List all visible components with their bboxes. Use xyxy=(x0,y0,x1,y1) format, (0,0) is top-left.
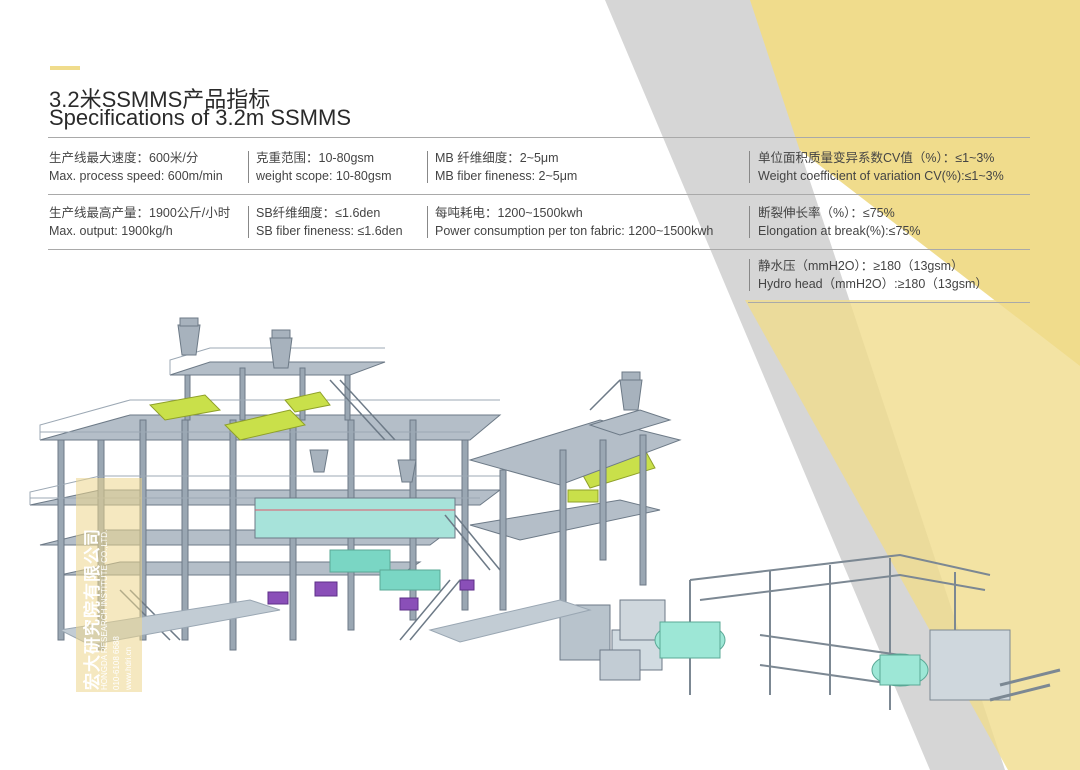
spec-sb-en: SB fiber fineness: ≤1.6den xyxy=(256,224,403,238)
separator xyxy=(749,259,750,291)
spec-weight: 克重范围：10-80gsm weight scope: 10-80gsm xyxy=(256,149,392,185)
spec-elongation: 断裂伸长率（%）：≤75% Elongation at break(%):≤75… xyxy=(758,204,921,240)
separator xyxy=(749,206,750,238)
separator xyxy=(427,206,428,238)
stairs xyxy=(119,379,621,641)
page-title-en: Specifications of 3.2m SSMMS xyxy=(49,105,352,130)
hopper-towers xyxy=(177,317,643,483)
spec-cv: 单位面积质量变异系数CV值（%）：≤1~3% Weight coefficien… xyxy=(758,149,1004,185)
separator xyxy=(427,151,428,183)
company-watermark xyxy=(76,478,142,692)
spec-power-cn: 每吨耗电：1200~1500kwh xyxy=(435,206,583,220)
spec-sb-cn: SB纤维细度：≤1.6den xyxy=(256,206,381,220)
spec-mb-fineness: MB 纤维细度：2~5μm MB fiber fineness: 2~5μm xyxy=(435,149,577,185)
spec-output: 生产线最高产量：1900公斤/小时 Max. output: 1900kg/h xyxy=(49,204,230,240)
spec-elong-en: Elongation at break(%):≤75% xyxy=(758,224,921,238)
spec-mb-cn: MB 纤维细度：2~5μm xyxy=(435,151,559,165)
watermark-tel: 010-6108 6688 xyxy=(112,636,121,690)
extruder-units xyxy=(148,391,656,503)
rolls-and-cabinets xyxy=(559,599,1061,702)
spinning-cabin xyxy=(254,497,456,591)
ssmms-production-line-illustration xyxy=(29,317,1061,710)
separator xyxy=(248,206,249,238)
watermark-company-en: HONGDA RESEARCH INSTITUTE CO.,LTD. xyxy=(100,529,109,690)
spec-cv-en: Weight coefficient of variation CV(%):≤1… xyxy=(758,169,1004,183)
spec-sb-fineness: SB纤维细度：≤1.6den SB fiber fineness: ≤1.6de… xyxy=(256,204,403,240)
spec-hydro-head: 静水压（mmH2O）：≥180（13gsm） Hydro head（mmH2O）… xyxy=(758,257,988,293)
spec-output-cn: 生产线最高产量：1900公斤/小时 xyxy=(49,206,231,220)
spec-hydro-cn: 静水压（mmH2O）：≥180（13gsm） xyxy=(758,259,964,273)
page-title-cn: 3.2米SSMMS产品指标 xyxy=(49,87,271,112)
divider-bottom xyxy=(48,249,1030,250)
spec-elong-cn: 断裂伸长率（%）：≤75% xyxy=(758,206,895,220)
spec-mb-en: MB fiber fineness: 2~5μm xyxy=(435,169,578,183)
spec-speed: 生产线最大速度：600米/分 Max. process speed: 600m/… xyxy=(49,149,223,185)
spec-power: 每吨耗电：1200~1500kwh Power consumption per … xyxy=(435,204,713,240)
steel-frame-right xyxy=(468,409,682,611)
spec-weight-en: weight scope: 10-80gsm xyxy=(256,169,392,183)
motors xyxy=(267,579,475,611)
divider-mid xyxy=(48,194,1030,195)
spec-power-en: Power consumption per ton fabric: 1200~1… xyxy=(435,224,714,238)
title-accent-bar xyxy=(50,66,80,70)
divider-top xyxy=(48,137,1030,138)
separator xyxy=(749,151,750,183)
separator xyxy=(248,151,249,183)
divider-extra xyxy=(748,302,1030,303)
spec-weight-cn: 克重范围：10-80gsm xyxy=(256,151,375,165)
spec-speed-cn: 生产线最大速度：600米/分 xyxy=(49,151,199,165)
spec-speed-en: Max. process speed: 600m/min xyxy=(49,169,223,183)
spec-hydro-en: Hydro head（mmH2O）:≥180（13gsm） xyxy=(758,277,988,291)
watermark-web: www.hdri.cn xyxy=(124,646,133,690)
spec-output-en: Max. output: 1900kg/h xyxy=(49,224,173,238)
spec-cv-cn: 单位面积质量变异系数CV值（%）：≤1~3% xyxy=(758,151,995,165)
